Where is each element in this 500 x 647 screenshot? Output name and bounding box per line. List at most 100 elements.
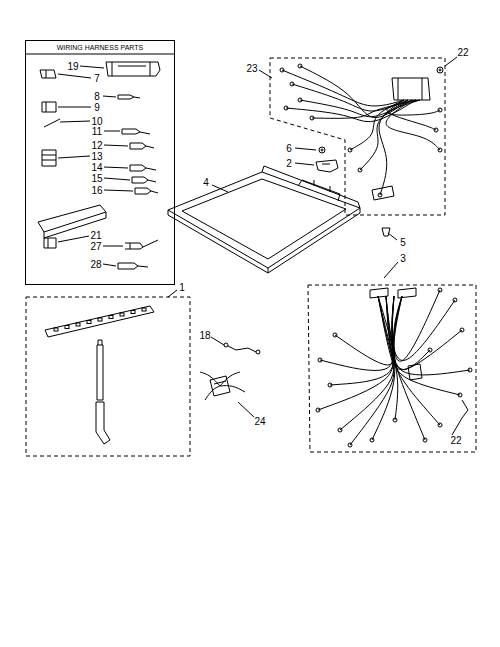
top-panel <box>168 166 360 273</box>
harness-wires <box>460 328 464 332</box>
callout-number: 13 <box>91 151 102 162</box>
frame-holes <box>131 311 135 314</box>
top-panel <box>314 180 330 192</box>
leader-lines <box>238 402 254 417</box>
leader-lines <box>58 74 91 78</box>
harness-wires <box>290 82 294 86</box>
callout-number: 22 <box>450 435 461 446</box>
leader-lines <box>168 290 177 297</box>
inset-parts <box>130 165 156 171</box>
harness-regions <box>308 285 476 452</box>
inset-parts <box>106 62 160 76</box>
inset-heading: WIRING HARNESS PARTS <box>26 41 174 52</box>
leader-lines <box>103 246 123 247</box>
leader-lines <box>104 145 128 146</box>
leader-lines <box>388 233 397 240</box>
callout-number: 8 <box>94 91 100 102</box>
small-parts <box>439 69 441 71</box>
harness-wires <box>386 100 440 150</box>
leader-lines <box>80 66 104 68</box>
harness-wires <box>393 418 397 422</box>
harness-regions <box>26 297 190 456</box>
leader-lines <box>452 418 462 435</box>
harness-wires <box>338 428 342 432</box>
harness-wires <box>438 148 442 152</box>
harness-wires <box>392 296 460 395</box>
top-panel <box>262 166 360 208</box>
inset-parts <box>125 240 158 249</box>
frame-holes <box>142 308 146 311</box>
harness-wires <box>358 168 362 172</box>
callout-number: 22 <box>457 47 468 58</box>
small-parts <box>224 343 228 347</box>
callout-number: 7 <box>94 73 100 84</box>
harness-wires <box>438 288 442 292</box>
harness-wires <box>335 296 402 365</box>
harness-wires <box>378 296 430 370</box>
inset-parts <box>130 143 154 149</box>
leader-lines <box>104 190 133 191</box>
harness-wires <box>284 106 288 110</box>
harness-regions <box>26 58 476 456</box>
callout-number: 12 <box>91 140 102 151</box>
harness-wires <box>438 423 442 427</box>
leader-lines <box>103 96 116 97</box>
frame-holes <box>54 308 146 331</box>
small-parts <box>256 350 260 354</box>
frame-holes <box>65 326 69 329</box>
harness-wires <box>458 393 462 397</box>
leader-lines <box>60 121 90 122</box>
harness-wires <box>318 296 394 410</box>
harness-wires <box>333 333 337 337</box>
leader-lines <box>295 148 316 150</box>
inset-parts <box>132 177 156 183</box>
leader-lines <box>103 264 116 266</box>
callout-number: 4 <box>203 177 209 188</box>
frame-part <box>45 306 154 444</box>
harness-wires <box>280 68 284 72</box>
harness-wires <box>316 408 320 412</box>
harness-wires <box>200 372 220 386</box>
top-panel <box>168 208 360 273</box>
callout-number: 19 <box>67 61 78 72</box>
leader-lines <box>104 131 120 132</box>
callout-number: 5 <box>400 237 406 248</box>
leader-lines <box>58 57 462 435</box>
harness-wires <box>428 348 432 352</box>
callout-number: 16 <box>91 185 102 196</box>
harness-connectors <box>372 186 394 200</box>
frame-holes <box>109 316 113 319</box>
top-panel <box>168 172 360 268</box>
harness-wires <box>360 100 408 170</box>
frame-holes <box>87 321 91 324</box>
callout-number: 1 <box>179 282 185 293</box>
harness-wires <box>220 386 245 392</box>
small-parts <box>319 147 325 153</box>
harness-connectors <box>392 78 430 100</box>
frame-part <box>45 306 154 337</box>
top-panel <box>182 179 346 259</box>
frame-holes <box>98 318 102 321</box>
harness-connectors <box>370 288 416 298</box>
harness-wires <box>379 100 404 195</box>
harness-connectors <box>370 78 430 380</box>
callout-number: 9 <box>94 102 100 113</box>
inset-parts <box>40 70 56 78</box>
leader-lines <box>58 236 89 242</box>
callout-number: 28 <box>90 259 101 270</box>
frame-part <box>96 402 110 444</box>
leader-lines <box>295 163 314 165</box>
inset-parts <box>118 95 140 99</box>
harness-wires <box>298 64 302 68</box>
harness-regions <box>270 58 445 215</box>
small-parts <box>462 400 468 418</box>
callout-number: 2 <box>286 158 292 169</box>
harness-connectors <box>408 364 422 380</box>
harness-wires <box>386 296 462 370</box>
callout-number: 6 <box>286 143 292 154</box>
leader-lines <box>104 178 130 180</box>
harness-wires <box>392 296 455 360</box>
harness-wires <box>434 128 438 132</box>
